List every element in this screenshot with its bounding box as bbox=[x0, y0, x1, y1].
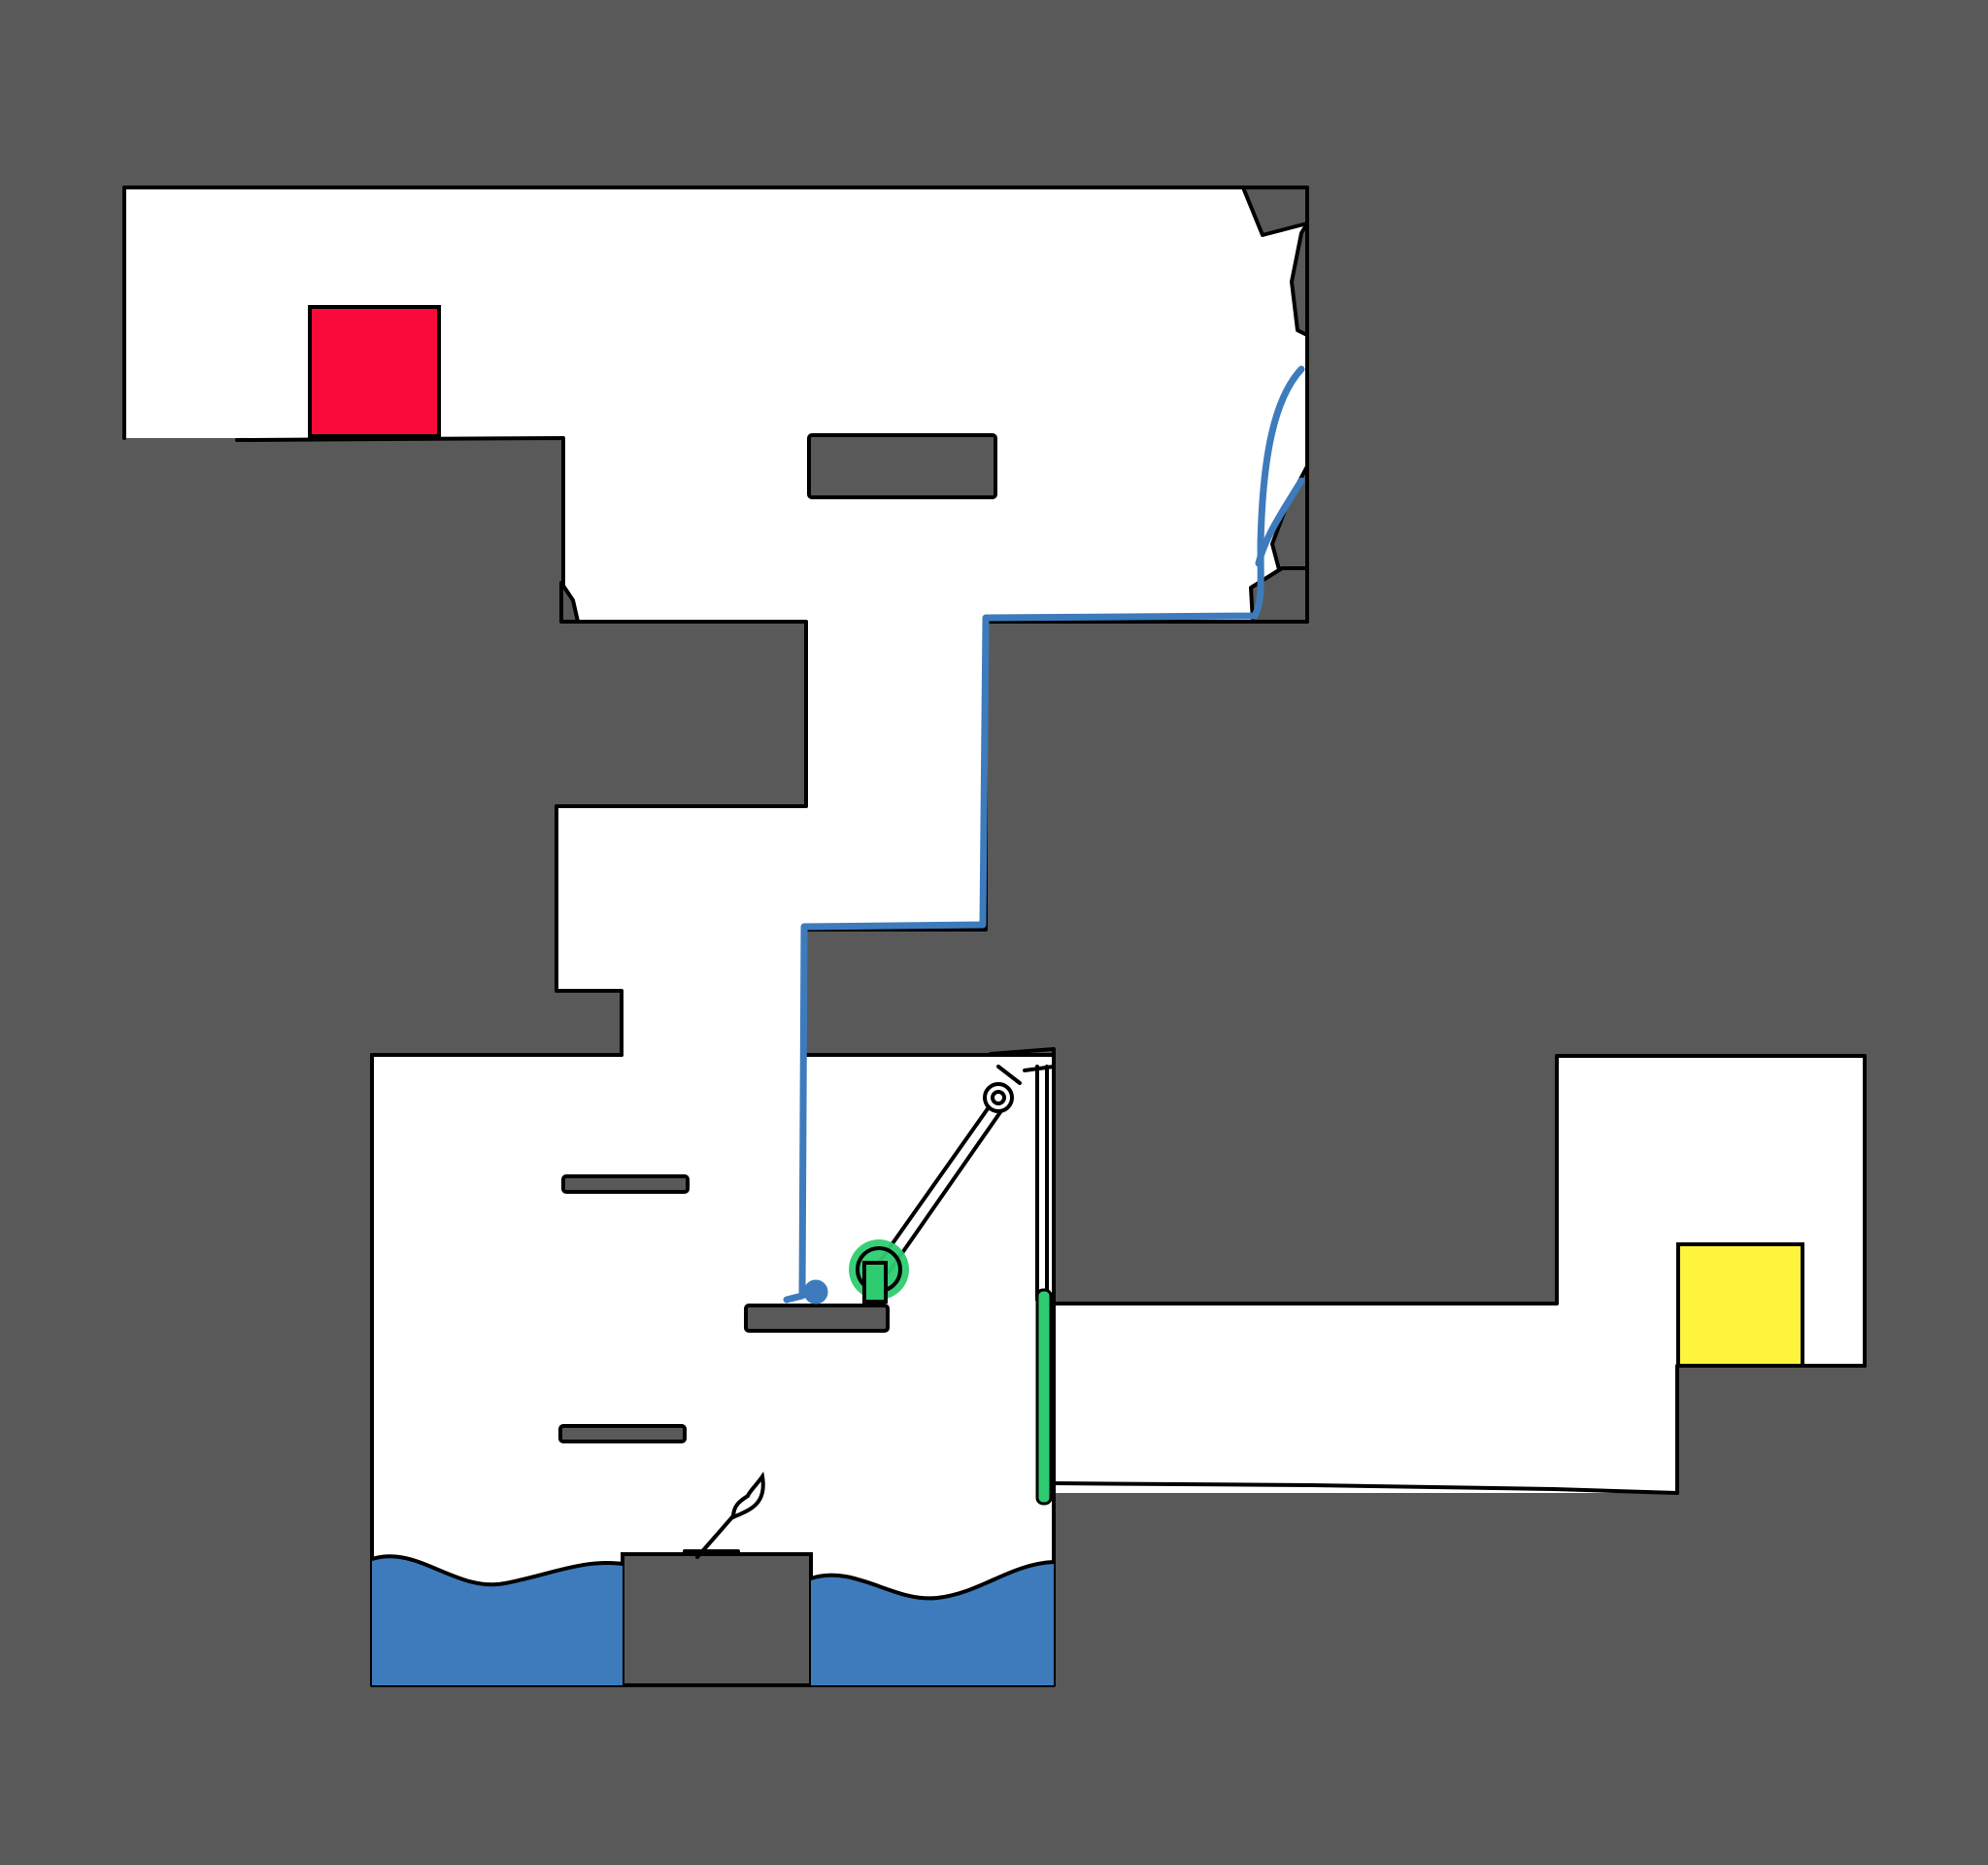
water-left-surface bbox=[370, 1554, 624, 1587]
pipe-path bbox=[783, 365, 1305, 1304]
start-block[interactable] bbox=[308, 305, 441, 438]
gate-bar[interactable] bbox=[1035, 1288, 1053, 1506]
water-right-surface bbox=[809, 1560, 1056, 1601]
water-pillar bbox=[621, 1552, 813, 1687]
water-left bbox=[372, 1556, 623, 1685]
water-right bbox=[811, 1562, 1054, 1685]
top-platform bbox=[807, 433, 997, 499]
pipe-end bbox=[803, 1279, 828, 1305]
right-corridor bbox=[1054, 1056, 1865, 1493]
water bbox=[372, 1556, 1054, 1685]
right-corridor-outline bbox=[1052, 1054, 1867, 1368]
bottom-room bbox=[372, 1055, 1054, 1685]
torch-icon[interactable] bbox=[683, 1471, 765, 1559]
valve-icon[interactable] bbox=[849, 1239, 909, 1304]
rock-wall bbox=[559, 186, 1309, 624]
goal-block[interactable] bbox=[1676, 1242, 1804, 1368]
pipe-bypass bbox=[1255, 477, 1305, 567]
rock bbox=[559, 581, 580, 624]
lower-ledge bbox=[558, 1424, 687, 1443]
top-room-left-outline bbox=[235, 436, 808, 1057]
upper-ledge bbox=[561, 1174, 690, 1194]
water-pipe bbox=[783, 365, 1305, 1305]
rock bbox=[1290, 221, 1309, 337]
pulley-icon[interactable] bbox=[877, 1047, 1056, 1302]
rock bbox=[1249, 566, 1309, 624]
center-ledge bbox=[744, 1304, 890, 1333]
